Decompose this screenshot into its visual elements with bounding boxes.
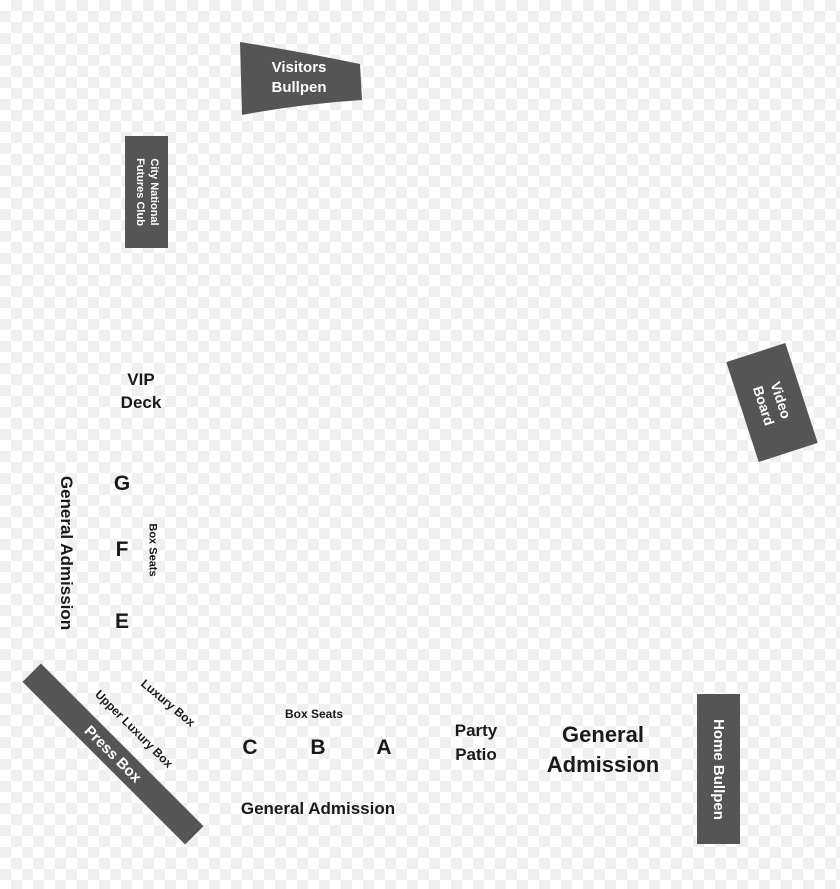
right-general-admission-line2: Admission [546, 752, 660, 777]
vip-deck-line1: VIP [127, 370, 155, 389]
section-c[interactable]: C [242, 736, 258, 759]
home-bullpen-label: Home Bullpen [710, 718, 727, 820]
bottom-box-seats[interactable]: Box Seats [284, 707, 344, 721]
home-bullpen[interactable]: Home Bullpen [697, 694, 740, 844]
section-g[interactable]: G [113, 472, 131, 495]
visitors-bullpen-shape [240, 42, 362, 115]
vip-deck[interactable]: VIP Deck [104, 368, 178, 414]
party-patio-line2: Patio [455, 745, 497, 764]
left-general-admission[interactable]: General Admission [50, 458, 82, 648]
vip-deck-line2: Deck [120, 393, 162, 412]
futures-club-line2: Futures Club [133, 158, 146, 226]
left-general-admission-label: General Admission [57, 475, 76, 631]
section-b[interactable]: B [310, 736, 326, 759]
press-box[interactable]: Press Box [22, 663, 204, 845]
luxury-box-label: Luxury Box [138, 676, 198, 730]
section-a[interactable]: A [376, 736, 392, 759]
section-e[interactable]: E [114, 610, 129, 633]
party-patio[interactable]: Party Patio [442, 719, 510, 767]
left-box-seats-label: Box Seats [147, 523, 160, 577]
futures-club[interactable]: City National Futures Club [125, 136, 168, 248]
left-box-seats[interactable]: Box Seats [142, 512, 164, 588]
visitors-bullpen[interactable]: Visitors Bullpen [240, 42, 362, 115]
right-general-admission-line1: General [562, 722, 644, 747]
visitors-bullpen-line1: Visitors [271, 59, 327, 76]
visitors-bullpen-line2: Bullpen [271, 79, 327, 96]
video-board[interactable]: Video Board [726, 342, 818, 463]
futures-club-line1: City National [147, 158, 160, 226]
right-general-admission[interactable]: General Admission [530, 720, 676, 780]
party-patio-line1: Party [454, 721, 498, 740]
bottom-general-admission[interactable]: General Admission [240, 799, 396, 818]
section-f[interactable]: F [115, 538, 129, 561]
